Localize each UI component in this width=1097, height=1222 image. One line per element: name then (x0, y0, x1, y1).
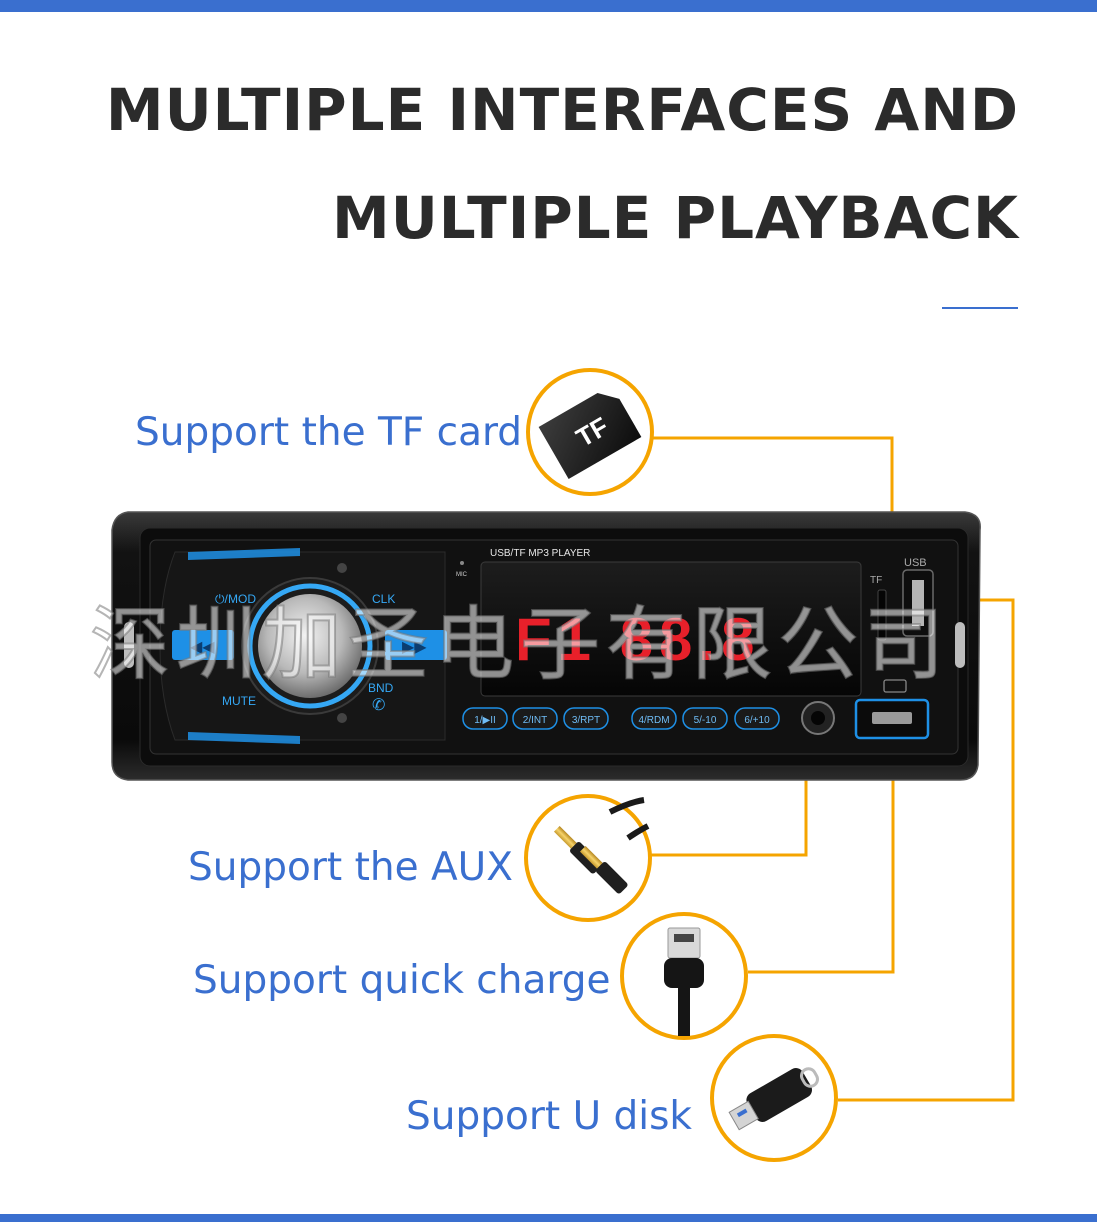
preset-button-1[interactable]: 1/▶II (462, 707, 508, 730)
usb-cable-bubble (620, 912, 748, 1040)
heading-underline (942, 307, 1018, 309)
next-icon: ▶▶ (402, 639, 427, 656)
usb-flash-drive-bubble (710, 1034, 838, 1162)
mic-label: MIC (456, 572, 468, 578)
aux-callout: Support the AUX (188, 845, 513, 890)
quick-charge-callout: Support quick charge (193, 958, 611, 1003)
phone-icon: ✆ (372, 697, 385, 714)
knob-ring (247, 583, 373, 709)
prev-icon: ◀◀ (190, 639, 215, 656)
preset-button-3[interactable]: 3/RPT (563, 707, 609, 730)
tf-card-bubble: TF (526, 368, 654, 496)
tf-slot (877, 589, 887, 641)
preset-button-2[interactable]: 2/INT (512, 707, 558, 730)
charge-connector-line (748, 738, 895, 974)
next-button-glow (385, 630, 447, 660)
preset-button-row: 1/▶II 2/INT 3/RPT 4/RDM 5/-10 6/+10 (462, 707, 780, 730)
preset-button-label: 6/+10 (744, 715, 770, 726)
prev-button-glow (172, 630, 234, 660)
aux-cable-bubble (524, 794, 652, 922)
left-release-slot (124, 622, 134, 668)
mute-label: MUTE (222, 694, 256, 708)
preset-button-6[interactable]: 6/+10 (734, 707, 780, 730)
bottom-accent-bar (0, 1214, 1097, 1222)
mic-hole-icon (460, 561, 464, 565)
heading-line-1: MULTIPLE INTERFACES AND (105, 76, 1019, 144)
charge-indicator-icon (883, 679, 907, 693)
right-release-slot (955, 622, 965, 668)
knob-cluster: ◀◀ ▶▶ ⏻/ MOD CLK MUTE BND ✆ (159, 548, 447, 744)
preset-button-label: 4/RDM (638, 715, 669, 726)
preset-button-label: 1/▶II (474, 715, 496, 726)
u-disk-callout: Support U disk (406, 1094, 693, 1139)
car-stereo-unit: ◀◀ ▶▶ ⏻/ MOD CLK MUTE BND ✆ USB/TF MP3 P… (111, 511, 981, 781)
preset-button-label: 3/RPT (572, 715, 600, 726)
model-label: USB/TF MP3 PLAYER (490, 548, 590, 559)
svg-text:⏻/: ⏻/ (215, 592, 228, 606)
band-label: BND (368, 681, 394, 695)
usb-label: USB (904, 557, 927, 569)
preset-button-label: 5/-10 (694, 715, 717, 726)
display-readout: F1 88.8 (515, 606, 760, 673)
clock-label: CLK (372, 592, 395, 606)
tf-card-callout: Support the TF card (135, 410, 523, 455)
heading-line-2: MULTIPLE PLAYBACK (331, 184, 1019, 252)
mode-label: MOD (228, 592, 256, 606)
preset-button-5[interactable]: 5/-10 (682, 707, 728, 730)
lcd-display (480, 561, 862, 697)
tf-label: TF (870, 575, 882, 586)
top-accent-bar (0, 0, 1097, 12)
volume-knob (258, 594, 362, 698)
preset-button-label: 2/INT (523, 715, 547, 726)
preset-button-4[interactable]: 4/RDM (631, 707, 677, 730)
company-watermark: 深圳加圣电子有限公司 (89, 597, 950, 692)
